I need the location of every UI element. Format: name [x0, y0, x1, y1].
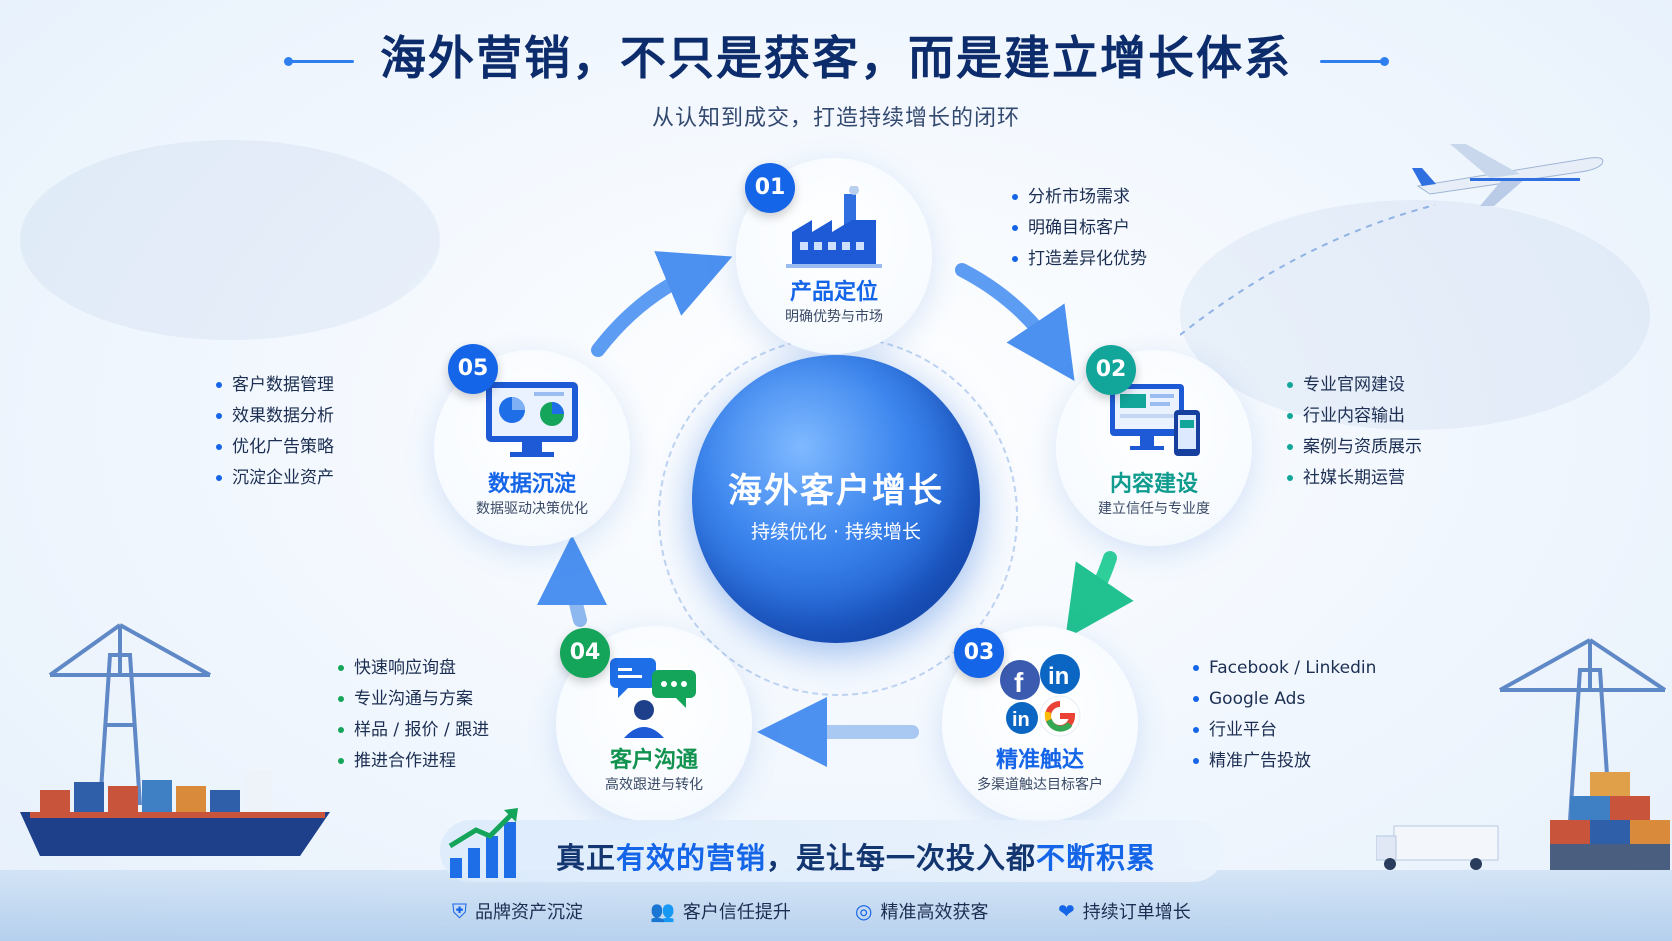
list-item: 优化广告策略: [216, 432, 334, 463]
step-04-subtitle: 高效跟进与转化: [605, 777, 703, 793]
center-subtitle: 持续优化 · 持续增长: [750, 521, 922, 543]
list-item: 推进合作进程: [338, 746, 489, 777]
benefit-precise-acquisition: ◎精准高效获客: [855, 899, 989, 923]
world-map-decoration-left: [20, 140, 440, 340]
port-crane-left-icon: [48, 623, 211, 805]
step-03-list: Facebook / Linkedin Google Ads 行业平台 精准广告…: [1193, 653, 1376, 777]
step-04-list: 快速响应询盘 专业沟通与方案 样品 / 报价 / 跟进 推进合作进程: [338, 653, 489, 777]
page-title: 海外营销，不只是获客，而是建立增长体系: [380, 31, 1292, 85]
step-01-title: 产品定位: [789, 280, 878, 305]
truck-icon: [1376, 825, 1499, 870]
step-02-list: 专业官网建设 行业内容输出 案例与资质展示 社媒长期运营: [1287, 370, 1422, 494]
banner-slogan-part-1: 真正: [556, 841, 617, 875]
analytics-monitor-icon: [486, 382, 578, 457]
step-02-title: 内容建设: [1109, 472, 1198, 497]
shield-icon: ⛨: [452, 899, 467, 923]
bottom-banner: [440, 820, 1224, 882]
step-05-title: 数据沉淀: [487, 472, 576, 497]
step-03-badge: 03: [954, 628, 1004, 678]
step-05-list: 客户数据管理 效果数据分析 优化广告策略 沉淀企业资产: [216, 370, 334, 494]
list-item: 行业平台: [1193, 715, 1376, 746]
title-decoration-right-dot: [1380, 57, 1389, 66]
arrow-01-to-02: [955, 263, 1075, 382]
airplane-icon: [1412, 144, 1604, 206]
website-devices-icon: [1110, 384, 1200, 456]
benefit-brand-assets: ⛨品牌资产沉淀: [452, 899, 583, 923]
list-item: 社媒长期运营: [1287, 463, 1422, 494]
benefit-order-growth: ❤持续订单增长: [1058, 899, 1191, 923]
title-decoration-right-line: [1320, 60, 1384, 63]
center-title: 海外客户增长: [728, 471, 944, 511]
step-02-subtitle: 建立信任与专业度: [1098, 501, 1210, 517]
page-subtitle: 从认知到成交，打造持续增长的闭环: [651, 106, 1020, 131]
arrow-02-to-03: [1065, 551, 1134, 639]
banner-slogan: 真正有效的营销，是让每一次投入都不断积累: [556, 835, 1156, 877]
chat-bubbles-icon: [610, 658, 696, 738]
banner-slogan-highlight-1: 有效的营销: [616, 841, 767, 875]
step-04-title: 客户沟通: [609, 748, 698, 773]
world-map-decoration-right: [1180, 200, 1650, 430]
svg-text:in: in: [1012, 709, 1030, 731]
step-01-badge: 01: [745, 163, 795, 213]
flight-path-decoration: [1180, 204, 1436, 336]
list-item: 样品 / 报价 / 跟进: [338, 715, 489, 746]
arrow-04-to-05: [537, 535, 608, 627]
list-item: Facebook / Linkedin: [1193, 653, 1376, 684]
list-item: Google Ads: [1193, 684, 1376, 715]
arrow-05-to-01: [591, 251, 733, 357]
target-icon: ◎: [855, 899, 873, 923]
social-channels-icon: f in in: [1000, 654, 1081, 737]
center-globe: 海外客户增长 持续优化 · 持续增长: [692, 355, 980, 643]
list-item: 分析市场需求: [1012, 182, 1147, 213]
list-item: 明确目标客户: [1012, 213, 1147, 244]
step-04-badge: 04: [560, 628, 610, 678]
step-05-subtitle: 数据驱动决策优化: [476, 501, 588, 517]
step-03-subtitle: 多渠道触达目标客户: [977, 777, 1103, 793]
growth-chart-icon: [448, 808, 518, 878]
step-02-node: 内容建设 建立信任与专业度: [1056, 350, 1252, 546]
port-crane-right-icon: [1499, 638, 1667, 820]
step-03-title: 精准触达: [995, 748, 1084, 773]
list-item: 效果数据分析: [216, 401, 334, 432]
step-01-subtitle: 明确优势与市场: [785, 309, 883, 325]
cargo-ship-icon: [20, 770, 330, 856]
list-item: 快速响应询盘: [338, 653, 489, 684]
title-decoration-left-dot: [284, 57, 293, 66]
factory-icon: [786, 186, 882, 268]
banner-slogan-part-3: ，是让每一次投入都: [766, 841, 1037, 875]
title-decoration-left-line: [290, 60, 354, 63]
list-item: 精准广告投放: [1193, 746, 1376, 777]
list-item: 沉淀企业资产: [216, 463, 334, 494]
list-item: 专业沟通与方案: [338, 684, 489, 715]
svg-text:in: in: [1048, 663, 1069, 690]
users-icon: 👥: [650, 899, 675, 923]
list-item: 打造差异化优势: [1012, 244, 1147, 275]
list-item: 行业内容输出: [1287, 401, 1422, 432]
container-stack-icon: [1550, 772, 1670, 870]
page-title-wrap: 海外营销，不只是获客，而是建立增长体系: [0, 22, 1672, 88]
benefit-customer-trust: 👥客户信任提升: [650, 899, 791, 923]
list-item: 专业官网建设: [1287, 370, 1422, 401]
banner-slogan-highlight-2: 不断积累: [1036, 841, 1157, 875]
step-01-list: 分析市场需求 明确目标客户 打造差异化优势: [1012, 182, 1147, 275]
svg-text:f: f: [1014, 667, 1024, 698]
step-05-badge: 05: [448, 344, 498, 394]
list-item: 客户数据管理: [216, 370, 334, 401]
list-item: 案例与资质展示: [1287, 432, 1422, 463]
step-05-node: 数据沉淀 数据驱动决策优化: [434, 350, 630, 546]
step-02-badge: 02: [1086, 345, 1136, 395]
handshake-icon: ❤: [1058, 899, 1075, 923]
